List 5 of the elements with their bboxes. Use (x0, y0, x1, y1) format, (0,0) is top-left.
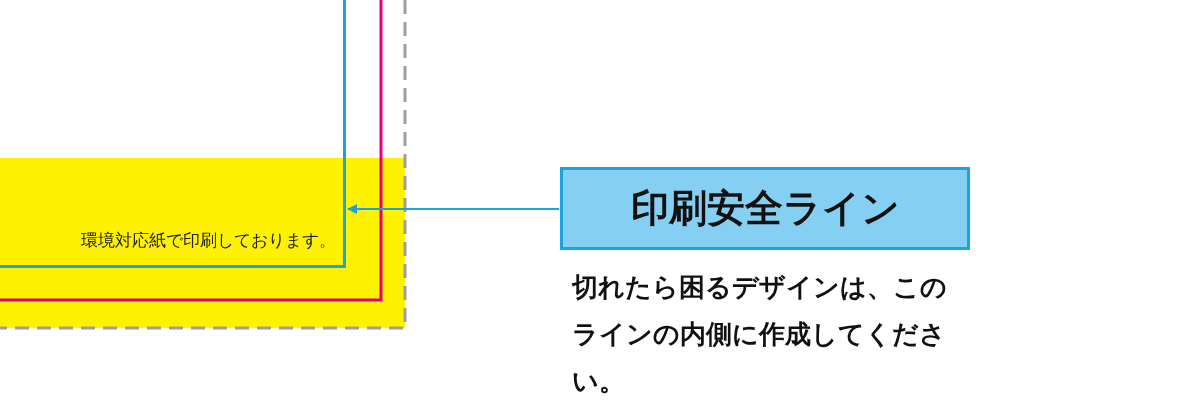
safety-line (0, 0, 346, 268)
print-note: 環境対応紙で印刷しております。 (81, 229, 336, 252)
note-text: 切れたら困るデザインは、このラインの内側に作成してください。 (572, 271, 948, 398)
callout-box: 印刷安全ライン (560, 167, 970, 250)
leader-arrow (347, 204, 560, 214)
